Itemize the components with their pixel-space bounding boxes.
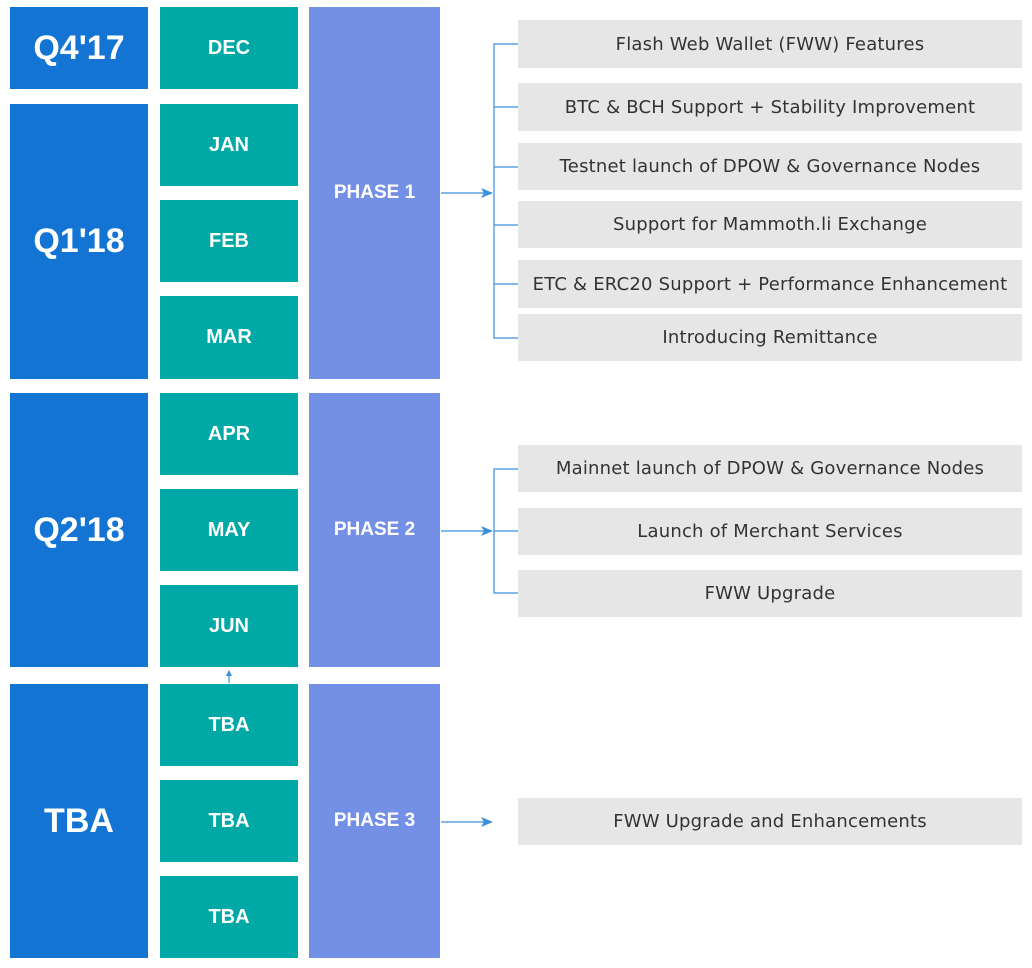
feature-fww-upgrade-enhancements: FWW Upgrade and Enhancements [518, 798, 1022, 845]
month-apr: APR [160, 393, 298, 475]
feature-mainnet-launch: Mainnet launch of DPOW & Governance Node… [518, 445, 1022, 492]
month-tba-2: TBA [160, 780, 298, 862]
month-feb: FEB [160, 200, 298, 282]
feature-mammoth-exchange: Support for Mammoth.li Exchange [518, 201, 1022, 248]
phase-3: PHASE 3 [309, 684, 440, 958]
feature-fww-features: Flash Web Wallet (FWW) Features [518, 20, 1022, 68]
month-dec: DEC [160, 7, 298, 89]
month-mar: MAR [160, 296, 298, 379]
month-tba-3: TBA [160, 876, 298, 958]
month-jun: JUN [160, 585, 298, 667]
phase-1: PHASE 1 [309, 7, 440, 379]
quarter-tba: TBA [10, 684, 148, 958]
feature-testnet-launch: Testnet launch of DPOW & Governance Node… [518, 143, 1022, 190]
quarter-q1-18: Q1'18 [10, 104, 148, 379]
feature-fww-upgrade: FWW Upgrade [518, 570, 1022, 617]
feature-etc-erc20-support: ETC & ERC20 Support + Performance Enhanc… [518, 260, 1022, 308]
month-tba-1: TBA [160, 684, 298, 766]
phase-1-bracket [493, 43, 518, 339]
month-jan: JAN [160, 104, 298, 186]
feature-remittance: Introducing Remittance [518, 314, 1022, 361]
quarter-q2-18: Q2'18 [10, 393, 148, 667]
feature-btc-bch-support: BTC & BCH Support + Stability Improvemen… [518, 83, 1022, 131]
month-may: MAY [160, 489, 298, 571]
phase-2-bracket [493, 468, 518, 594]
quarter-q4-17: Q4'17 [10, 7, 148, 89]
phase-2: PHASE 2 [309, 393, 440, 667]
feature-merchant-services: Launch of Merchant Services [518, 508, 1022, 555]
